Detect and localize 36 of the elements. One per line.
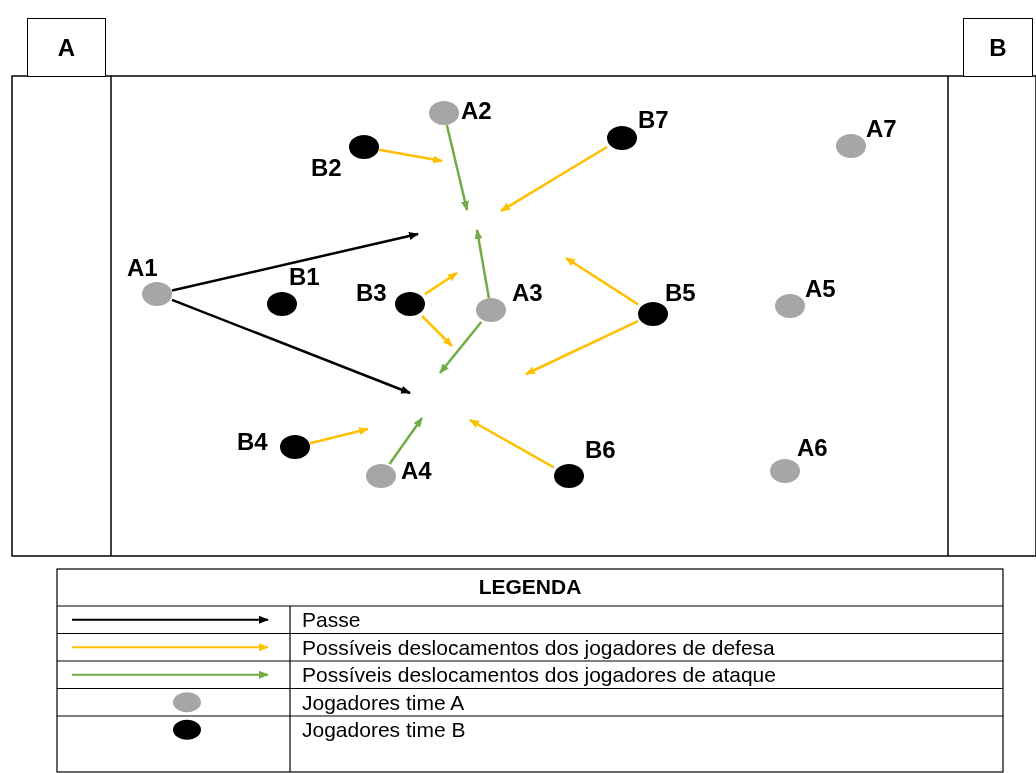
player-label: A3 <box>512 281 543 305</box>
movement-arrow <box>421 315 453 347</box>
movement-arrow <box>309 427 369 445</box>
movement-arrow <box>388 417 424 465</box>
movement-arrow <box>500 145 608 213</box>
legend-title: LEGENDA <box>477 574 583 600</box>
player-label: B1 <box>289 265 320 289</box>
player-label: A2 <box>461 99 492 123</box>
goal-label-box: A <box>27 18 106 77</box>
movement-arrow <box>424 271 458 296</box>
legend-text: Possíveis deslocamentos dos jogadores de ataque <box>302 662 776 688</box>
player-label: B7 <box>638 108 669 132</box>
movement-arrow <box>474 229 491 299</box>
movement-arrow <box>171 298 411 395</box>
player-label: B5 <box>665 281 696 305</box>
player-label: B6 <box>585 438 616 462</box>
player-label: A1 <box>127 256 158 280</box>
movement-arrow <box>525 319 639 376</box>
movement-arrow <box>378 148 443 164</box>
movement-arrow <box>445 124 469 211</box>
legend-text: Possíveis deslocamentos dos jogadores de defesa <box>302 634 775 661</box>
player-label: A4 <box>401 459 432 483</box>
player-label: A7 <box>866 117 897 141</box>
player-label: B4 <box>237 430 268 454</box>
movement-arrow <box>565 256 639 306</box>
legend-text: Jogadores time B <box>302 717 466 743</box>
player-label: A5 <box>805 277 836 301</box>
movement-arrow <box>171 232 419 292</box>
player-label: B2 <box>311 156 342 180</box>
player-label: B3 <box>356 281 387 305</box>
legend-text: Passe <box>302 607 361 633</box>
legend-text: Jogadores time A <box>302 689 465 716</box>
movement-arrow <box>469 418 555 469</box>
player-label: A6 <box>797 436 828 460</box>
movement-arrow <box>439 321 483 374</box>
goal-label-box: B <box>963 18 1033 77</box>
